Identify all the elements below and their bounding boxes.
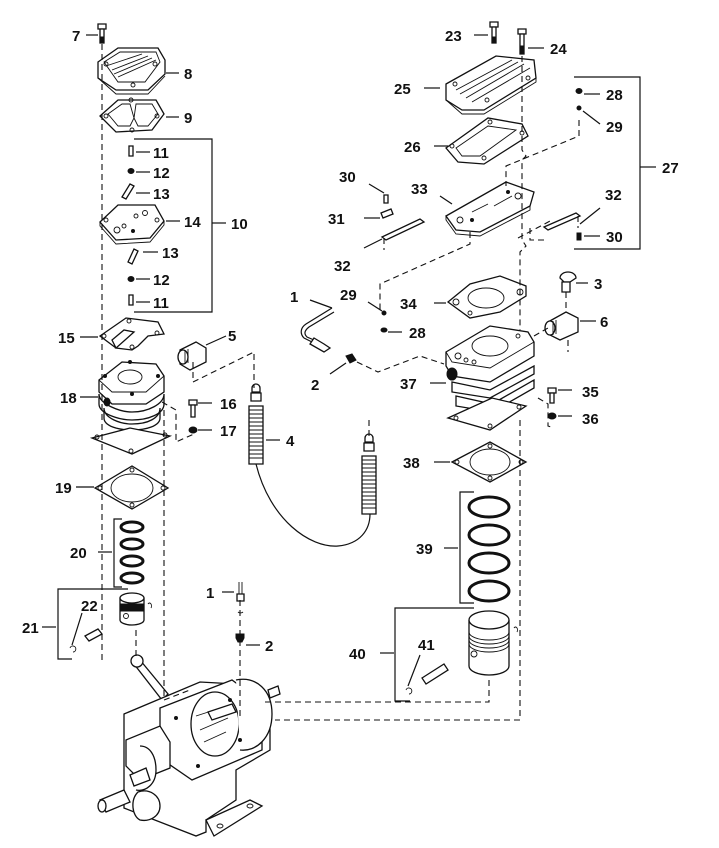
part-labels: 7 8 9 10 11 12 13 14 13 12 11 15 5 18 16… [22, 28, 679, 663]
part-bolt-16-washer-17 [188, 399, 198, 434]
label-part-23: 23 [445, 28, 462, 45]
label-part-28: 28 [606, 87, 623, 104]
label-part-1: 1 [290, 289, 298, 306]
label-part-19: 19 [55, 480, 72, 497]
part-gasket-19 [93, 465, 170, 510]
label-part-4: 4 [286, 433, 295, 450]
label-part-36: 36 [582, 411, 599, 428]
label-part-2: 2 [265, 638, 273, 655]
part-connecting-rod [130, 654, 169, 701]
part-fitting-3 [559, 271, 577, 293]
part-bolt-7 [97, 23, 107, 44]
label-part-37: 37 [400, 376, 417, 393]
bracket-20 [113, 518, 122, 588]
part-gasket-34 [446, 275, 527, 319]
part-head-25 [445, 55, 537, 115]
part-tube-4 [248, 383, 377, 547]
part-breather-1-2-bottom [235, 582, 245, 643]
bracket-40 [394, 607, 474, 702]
part-gasket-9 [99, 97, 165, 133]
label-part-1: 1 [206, 585, 214, 602]
part-bolts-23-24 [489, 21, 527, 55]
label-part-27: 27 [662, 160, 679, 177]
label-part-41: 41 [418, 637, 435, 654]
part-elbow-6 [544, 311, 579, 341]
part-crankcase [97, 678, 281, 837]
bracket-10 [134, 138, 213, 313]
bracket-39 [459, 491, 474, 604]
label-part-32: 32 [334, 258, 351, 275]
label-part-29: 29 [606, 119, 623, 136]
part-bolt-35-washer-36 [547, 387, 557, 420]
part-cylinder-37 [445, 325, 535, 431]
label-part-12: 12 [153, 272, 170, 289]
label-part-17: 17 [220, 423, 237, 440]
label-part-7: 7 [72, 28, 80, 45]
label-part-24: 24 [550, 41, 567, 58]
part-piston-40 [405, 610, 518, 695]
label-part-26: 26 [404, 139, 421, 156]
label-part-30: 30 [339, 169, 356, 186]
label-part-29: 29 [340, 287, 357, 304]
leader-lines [42, 34, 656, 687]
label-part-32: 32 [605, 187, 622, 204]
part-line-1-fitting-2-top [300, 307, 357, 364]
part-piston-21 [69, 592, 152, 653]
label-part-13: 13 [153, 186, 170, 203]
label-part-13: 13 [162, 245, 179, 262]
part-rings-20 [119, 520, 145, 585]
part-washers-29-28-mid [380, 310, 388, 333]
label-part-38: 38 [403, 455, 420, 472]
part-nut-28-washer-29-top [575, 88, 583, 111]
label-part-3: 3 [594, 276, 602, 293]
part-valve-plate-33 [445, 181, 535, 237]
label-part-39: 39 [416, 541, 433, 558]
label-part-15: 15 [58, 330, 75, 347]
label-part-12: 12 [153, 165, 170, 182]
label-part-11: 11 [153, 145, 169, 162]
label-part-30: 30 [606, 229, 623, 246]
label-part-33: 33 [411, 181, 428, 198]
label-part-22: 22 [81, 598, 98, 615]
label-part-9: 9 [184, 110, 192, 127]
label-part-5: 5 [228, 328, 236, 345]
bracket-21 [57, 588, 128, 660]
bracket-27 [574, 76, 641, 250]
label-part-34: 34 [400, 296, 417, 313]
label-part-10: 10 [231, 216, 248, 233]
label-part-20: 20 [70, 545, 87, 562]
label-part-14: 14 [184, 214, 201, 231]
part-elbow-5 [177, 341, 207, 371]
label-part-35: 35 [582, 384, 599, 401]
label-part-6: 6 [600, 314, 608, 331]
label-part-21: 21 [22, 620, 39, 637]
part-reeds-31-32 [380, 194, 582, 241]
part-rings-39 [467, 495, 511, 603]
label-part-31: 31 [328, 211, 345, 228]
part-cylinder-18 [89, 360, 173, 455]
part-gasket-15 [98, 317, 165, 351]
label-part-2: 2 [311, 377, 319, 394]
part-head-8 [97, 47, 166, 95]
label-part-28: 28 [409, 325, 426, 342]
assembly-lines [101, 44, 580, 721]
label-part-16: 16 [220, 396, 237, 413]
label-part-18: 18 [60, 390, 77, 407]
label-part-11: 11 [153, 295, 169, 312]
part-valve-stack-left [99, 145, 165, 306]
part-gasket-26 [445, 117, 529, 165]
label-part-8: 8 [184, 66, 192, 83]
label-part-25: 25 [394, 81, 411, 98]
label-part-40: 40 [349, 646, 366, 663]
part-gasket-38 [450, 441, 528, 483]
